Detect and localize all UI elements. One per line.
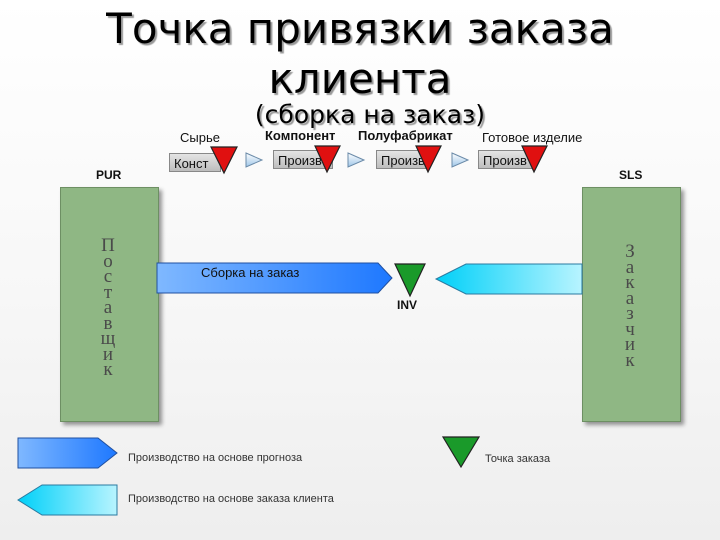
supplier-letter: с [103,266,113,287]
legend-order-arrow [17,484,118,516]
stage-label-component: Компонент [265,128,336,143]
small-arrow-2 [347,152,366,168]
stage-label-raw: Сырье [180,130,220,145]
supplier-letter: и [102,343,114,365]
page-subtitle: (сборка на заказ) [254,100,486,129]
stage-box-proiz-2: Произв [376,150,428,169]
supplier-letter: к [103,359,113,380]
customer-letter: з [626,303,634,324]
legend-order-point-label: Точка заказа [485,453,551,465]
supplier-letter: П [101,235,115,256]
customer-letter: ч [625,318,635,340]
inv-label: INV [397,298,418,312]
customer-letter: а [625,256,635,278]
supplier-letter: а [103,297,113,318]
stage-label-finished: Готовое изделие [482,130,583,145]
stage-box-konst: Конст [169,153,221,172]
stage-label-semi: Полуфабрикат [358,128,453,143]
flow-label: Сборка на заказ [201,265,300,280]
customer-letter: а [625,287,635,309]
inv-order-point-marker [394,263,426,298]
customer-letter: к [625,349,635,371]
customer-letter: к [625,272,635,293]
legend-forecast-label: Производство на основе прогноза [128,452,303,464]
legend-order-label: Производство на основе заказа клиента [128,493,334,505]
legend-forecast-arrow [17,437,118,469]
small-arrow-1 [245,152,264,168]
supplier-letter: т [103,281,113,303]
supplier-pillar [60,187,159,422]
order-arrow [434,263,583,295]
small-arrow-3 [451,152,470,168]
stage-box-proiz-1: Произв [273,150,333,169]
pur-label: PUR [96,168,122,182]
page-title: Точка привязки заказа клиента [106,4,614,103]
sls-label: SLS [619,168,643,182]
customer-letter: и [624,334,636,355]
supplier-letter: щ [100,328,116,349]
customer-pillar [582,187,681,422]
supplier-letter: в [103,312,113,334]
supplier-letter: о [103,250,113,272]
customer-letter: З [625,241,635,262]
stage-box-proiz-3: Произв [478,150,534,169]
legend-order-point-marker [441,436,481,469]
